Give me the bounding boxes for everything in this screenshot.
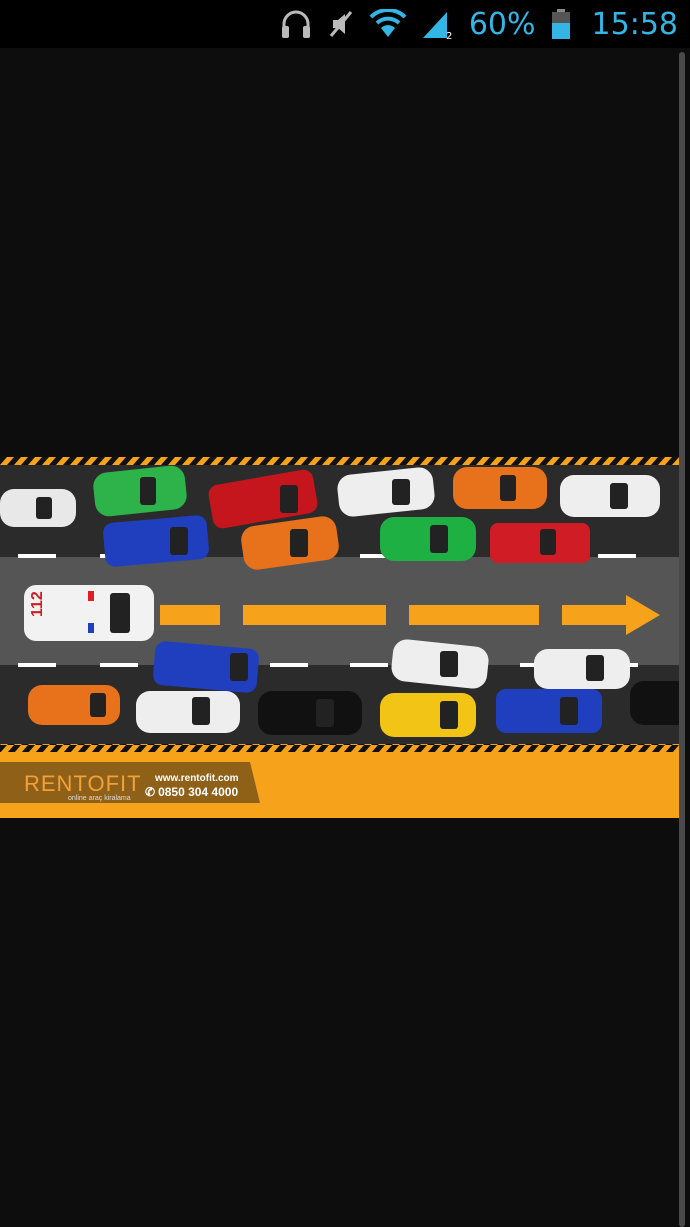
brand-website: www.rentofit.com: [155, 773, 239, 784]
battery-icon: [550, 8, 572, 40]
signal-icon: 2: [421, 8, 455, 40]
ambulance-number: 112: [29, 591, 46, 617]
mute-icon: [327, 8, 355, 40]
phone-number: 0850 304 4000: [158, 785, 239, 799]
scrollbar[interactable]: [679, 52, 685, 1227]
clock: 15:58: [591, 6, 678, 42]
brand-tagline: online araç kiralama: [68, 795, 131, 802]
brand-phone: ✆ 0850 304 4000: [145, 785, 238, 799]
phone-icon: ✆: [145, 785, 156, 799]
ad-banner[interactable]: 112: [0, 457, 680, 818]
status-bar: 2 60% 15:58: [0, 0, 690, 48]
svg-text:2: 2: [446, 31, 452, 40]
headset-icon: [279, 8, 313, 40]
battery-percent: 60%: [468, 6, 536, 42]
wifi-icon: [369, 9, 407, 39]
brand-logo: RENTOFIT: [24, 771, 142, 796]
